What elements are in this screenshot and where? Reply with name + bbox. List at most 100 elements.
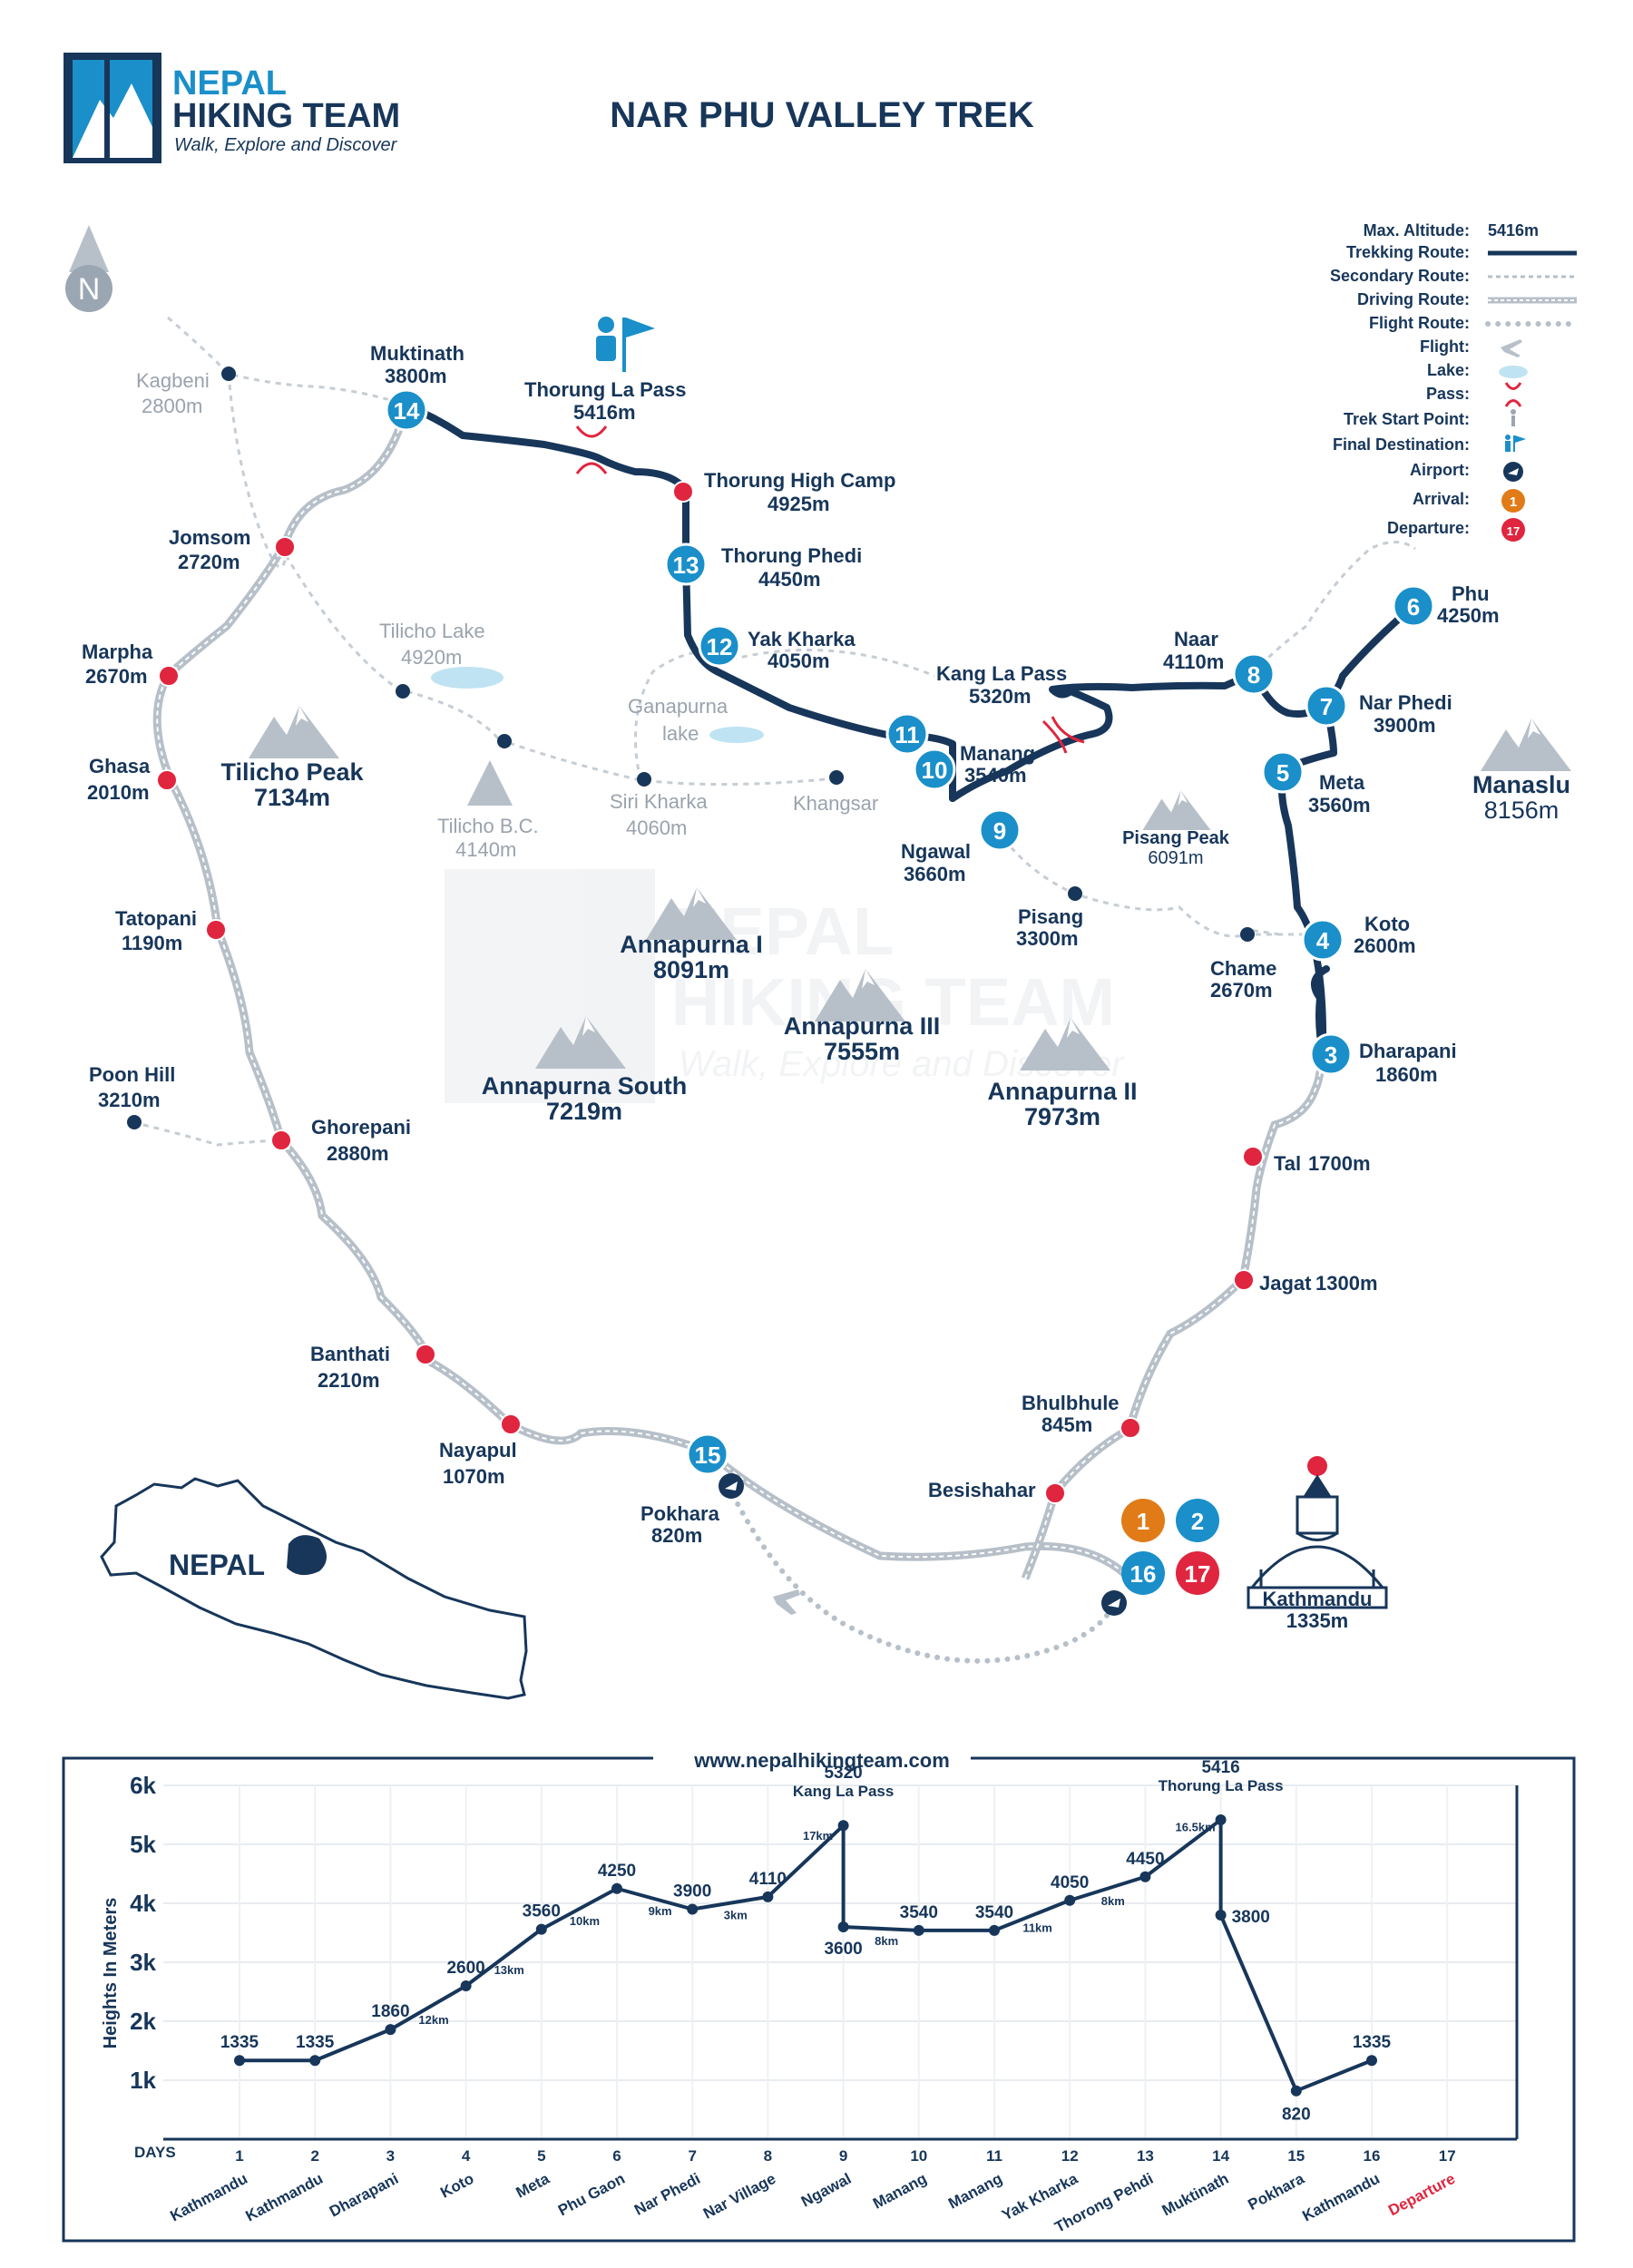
svg-text:1070m: 1070m — [443, 1465, 505, 1488]
svg-text:Tilicho B.C.: Tilicho B.C. — [437, 815, 539, 837]
svg-text:Tatopani: Tatopani — [115, 907, 197, 930]
day-badge-6: 6 — [1392, 584, 1435, 628]
tent-icon — [467, 760, 513, 806]
svg-text:Tilicho Peak: Tilicho Peak — [220, 758, 364, 786]
x-tick-label: 14 — [1212, 2147, 1229, 2165]
flag-icon — [1505, 435, 1526, 452]
data-label: 1335 — [296, 2033, 335, 2052]
svg-text:5: 5 — [1276, 759, 1289, 787]
svg-text:Poon Hill: Poon Hill — [89, 1063, 175, 1086]
svg-text:lake: lake — [662, 722, 699, 745]
svg-text:Thorung Phedi: Thorung Phedi — [721, 544, 862, 567]
svg-text:Muktinath: Muktinath — [370, 342, 464, 365]
x-tick-label: 13 — [1137, 2147, 1154, 2165]
page-title: NAR PHU VALLEY TREK — [610, 95, 1034, 135]
data-point — [837, 1921, 849, 1932]
data-label: 1335 — [1353, 2033, 1392, 2052]
pass-annotation: Kang La Pass — [793, 1783, 895, 1800]
svg-text:2800m: 2800m — [142, 395, 202, 417]
elevation-line — [240, 1817, 1373, 2093]
profile-ylabel: Heights In Meters — [101, 1898, 121, 2049]
y-tick-label: 1k — [130, 2067, 156, 2094]
svg-text:8091m: 8091m — [653, 956, 729, 983]
svg-text:2: 2 — [1191, 1508, 1204, 1535]
data-point — [309, 2055, 321, 2067]
svg-text:Yak Kharka: Yak Kharka — [748, 628, 856, 650]
svg-text:1335m: 1335m — [1286, 1609, 1349, 1632]
svg-text:2670m: 2670m — [85, 665, 148, 688]
legend-departure-label: Departure: — [1387, 519, 1470, 537]
svg-text:1860m: 1860m — [1375, 1063, 1438, 1086]
airport-icon — [1503, 462, 1523, 482]
brand-tagline: Walk, Explore and Discover — [174, 135, 398, 155]
data-label: 5416 — [1201, 1758, 1239, 1777]
svg-text:2670m: 2670m — [1210, 979, 1273, 1002]
svg-text:Besishahar: Besishahar — [928, 1479, 1036, 1501]
mountain-icon — [1481, 719, 1571, 771]
svg-text:4140m: 4140m — [455, 838, 516, 861]
x-tick-label: 6 — [612, 2147, 621, 2165]
data-label: 3540 — [975, 1903, 1013, 1922]
data-point — [1139, 1871, 1151, 1882]
data-label: 4450 — [1126, 1850, 1164, 1869]
svg-text:4925m: 4925m — [768, 493, 830, 515]
svg-text:4920m: 4920m — [401, 646, 462, 669]
svg-text:4110m: 4110m — [1163, 650, 1224, 673]
x-tick-label: 17 — [1439, 2147, 1456, 2165]
svg-text:17: 17 — [1507, 524, 1520, 538]
flight-route — [730, 1492, 1116, 1664]
svg-text:Bhulbhule: Bhulbhule — [1022, 1392, 1120, 1414]
data-point — [611, 1882, 622, 1894]
distance-label: 8km — [1101, 1894, 1125, 1908]
svg-text:4450m: 4450m — [758, 568, 821, 591]
day-badge-4: 4 — [1301, 918, 1345, 962]
data-label: 1335 — [220, 2033, 259, 2052]
y-tick-label: 4k — [130, 1890, 156, 1917]
day-badge-12: 12 — [698, 624, 741, 668]
day-badge-8: 8 — [1232, 652, 1276, 696]
day-badge-10: 10 — [913, 748, 956, 791]
svg-text:Thorung La Pass: Thorung La Pass — [524, 378, 686, 401]
svg-text:Nar Phedi: Nar Phedi — [1359, 691, 1452, 714]
tilicho-lake-icon — [431, 667, 504, 689]
svg-text:Thorung High Camp: Thorung High Camp — [704, 469, 895, 492]
profile-title: www.nepalhikingteam.com — [693, 1749, 950, 1772]
ganapurna-lake-icon — [709, 727, 764, 743]
distance-label: 3km — [724, 1909, 748, 1922]
kang-la-pass-icon — [1041, 716, 1085, 754]
svg-text:4250m: 4250m — [1437, 604, 1500, 627]
x-tick-label: 10 — [910, 2147, 927, 2165]
legend-start-label: Trek Start Point: — [1344, 410, 1470, 428]
svg-text:Jomsom: Jomsom — [169, 526, 250, 549]
svg-text:4: 4 — [1316, 927, 1330, 954]
legend-secondary-label: Secondary Route: — [1330, 267, 1470, 285]
svg-text:17: 17 — [1185, 1560, 1211, 1588]
svg-text:3300m: 3300m — [1016, 927, 1079, 950]
day-badge-16: 16 — [1121, 1551, 1165, 1595]
data-point — [1290, 2085, 1302, 2097]
day-badge-5: 5 — [1261, 750, 1305, 794]
legend: Max. Altitude: 5416m Trekking Route: Sec… — [1330, 221, 1579, 542]
x-tick-label: 8 — [764, 2147, 772, 2165]
svg-text:3900m: 3900m — [1374, 714, 1436, 737]
y-tick-label: 3k — [130, 1949, 156, 1976]
svg-text:4050m: 4050m — [768, 650, 830, 672]
distance-label: 9km — [649, 1904, 672, 1918]
svg-text:Manang: Manang — [960, 742, 1035, 765]
day-badge-7: 7 — [1305, 684, 1348, 728]
legend-final-label: Final Destination: — [1333, 435, 1470, 454]
data-label: 3540 — [900, 1903, 938, 1922]
svg-text:2210m: 2210m — [318, 1369, 380, 1392]
data-point — [234, 2055, 245, 2067]
svg-text:15: 15 — [695, 1442, 721, 1469]
data-point — [989, 1924, 1000, 1936]
svg-text:Ghasa: Ghasa — [89, 755, 151, 777]
distance-label: 8km — [875, 1934, 898, 1948]
data-point — [1215, 1813, 1227, 1825]
svg-text:Kathmandu: Kathmandu — [1263, 1588, 1373, 1610]
svg-text:6091m: 6091m — [1148, 848, 1203, 868]
stupa-icon — [1247, 1456, 1388, 1609]
svg-text:3210m: 3210m — [98, 1089, 161, 1111]
